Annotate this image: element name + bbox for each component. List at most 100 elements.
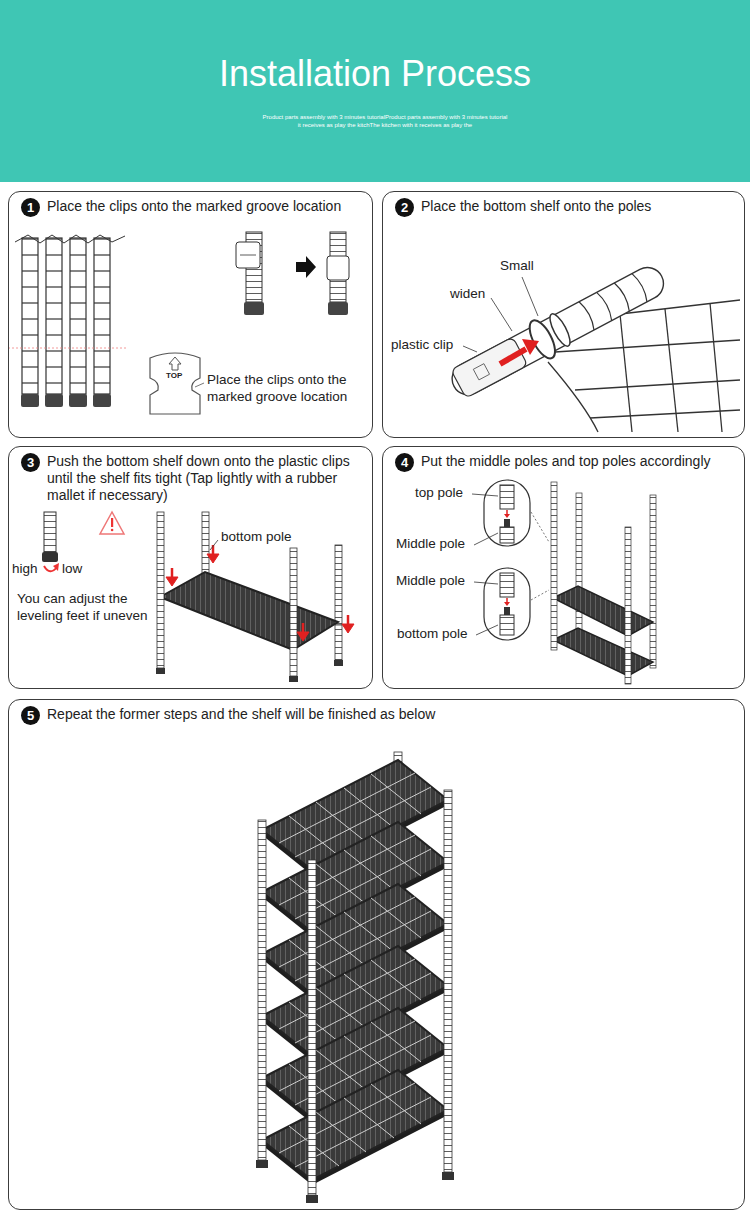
leader-line (476, 625, 498, 635)
clip-seam (240, 255, 256, 256)
step-heading: Repeat the former steps and the shelf wi… (47, 706, 736, 723)
pole (444, 790, 452, 1172)
bottom-shelf-assembly (156, 512, 354, 682)
leveling-foot (289, 676, 298, 682)
step-heading: Place the clips onto the marked groove l… (47, 198, 364, 215)
plastic-clip (451, 337, 528, 398)
subtitle: it receives as play the kitchThe kitchen… (10, 122, 750, 130)
part-label: top pole (415, 485, 463, 502)
callout-text: Place the clips onto the marked groove l… (207, 372, 367, 406)
part-label: bottom pole (221, 529, 292, 546)
step-number: 3 (21, 453, 40, 472)
shelf-wire (710, 303, 722, 432)
leader-line (210, 540, 218, 550)
part-label: Middle pole (396, 536, 465, 553)
leader-line (491, 298, 512, 331)
leader-line (463, 346, 477, 352)
part-label: widen (450, 286, 485, 303)
leveling-foot (328, 302, 348, 315)
pole (70, 238, 86, 394)
step-heading: Put the middle poles and top poles accor… (421, 453, 736, 470)
push-arrow (500, 349, 526, 364)
warning-symbol (100, 512, 124, 534)
leader-line (195, 383, 204, 387)
clip-on-pole (236, 232, 349, 315)
pole (335, 545, 342, 625)
pole (500, 615, 514, 635)
detail-pointer (531, 512, 549, 542)
warning-triangle (100, 512, 124, 534)
leader-line (472, 494, 498, 496)
wire-shelf (262, 1070, 448, 1185)
join-arrow-head (504, 514, 510, 518)
join-arrow-head (504, 602, 510, 606)
leader-line (474, 582, 498, 584)
step-number: 5 (21, 706, 40, 725)
shelf-wire (590, 410, 740, 418)
clip-marking: TOP (166, 371, 182, 381)
push-arrow-head (522, 339, 539, 355)
step-panel: Place the bottom shelf onto the poles 2 (382, 191, 745, 438)
step-number-text: 3 (27, 456, 34, 469)
shelf-wire (575, 380, 740, 390)
pole-stud (504, 519, 510, 527)
step-number: 2 (395, 198, 414, 217)
two-shelf-assembly (551, 482, 656, 684)
part-label: Middle pole (396, 573, 465, 590)
pole-groove (579, 272, 650, 330)
clip-closeup (150, 353, 204, 414)
leveling-foot (42, 552, 58, 562)
direction-label: high (12, 561, 38, 578)
pole (290, 548, 297, 676)
wire-shelf (553, 628, 653, 676)
pole (258, 820, 266, 1160)
leveling-foot (69, 394, 87, 407)
wire-shelf (160, 572, 338, 650)
leveling-foot (442, 1172, 454, 1180)
pole (44, 512, 56, 552)
finished-shelf-unit (256, 752, 454, 1203)
groove-marker (8, 348, 128, 349)
pole (22, 238, 38, 394)
shelf-wire (548, 362, 598, 432)
step-number-text: 2 (401, 201, 408, 214)
detail-capsule (484, 568, 530, 640)
part-label: plastic clip (391, 337, 453, 354)
pole (500, 485, 514, 509)
page-title: Installation Process (0, 52, 750, 95)
turn-arrow-head (53, 563, 59, 571)
warning-mark (111, 518, 113, 527)
direction-label: low (62, 561, 82, 578)
pole (551, 482, 557, 650)
break-line (15, 235, 125, 243)
shelf-collar (546, 311, 573, 348)
step-number: 4 (395, 453, 414, 472)
grooved-poles (15, 235, 125, 407)
clip-detail (473, 364, 489, 380)
pole (650, 495, 656, 668)
pole-joint-detail (472, 480, 549, 640)
step-number-text: 5 (27, 709, 34, 722)
part-label: Small (500, 258, 534, 275)
leveling-foot (244, 302, 264, 315)
shelf-wire (555, 340, 740, 352)
pole (335, 625, 342, 660)
step-heading: Place the bottom shelf onto the poles (421, 198, 736, 215)
leveling-foot (306, 1195, 318, 1203)
plastic-clip (327, 256, 349, 280)
pole (447, 262, 670, 401)
plastic-clip (236, 242, 260, 268)
step-arrow (296, 256, 316, 278)
pole-closeup (444, 257, 671, 404)
leveling-foot (93, 394, 111, 407)
leveling-foot (156, 668, 165, 674)
header-band (0, 0, 750, 182)
leveling-foot (21, 394, 39, 407)
pole (94, 238, 110, 394)
part-label: bottom pole (397, 626, 468, 643)
detail-capsule (484, 480, 530, 546)
warning-mark (111, 529, 114, 532)
step-panel: Repeat the former steps and the shelf wi… (8, 699, 745, 1210)
step-number: 1 (21, 198, 40, 217)
